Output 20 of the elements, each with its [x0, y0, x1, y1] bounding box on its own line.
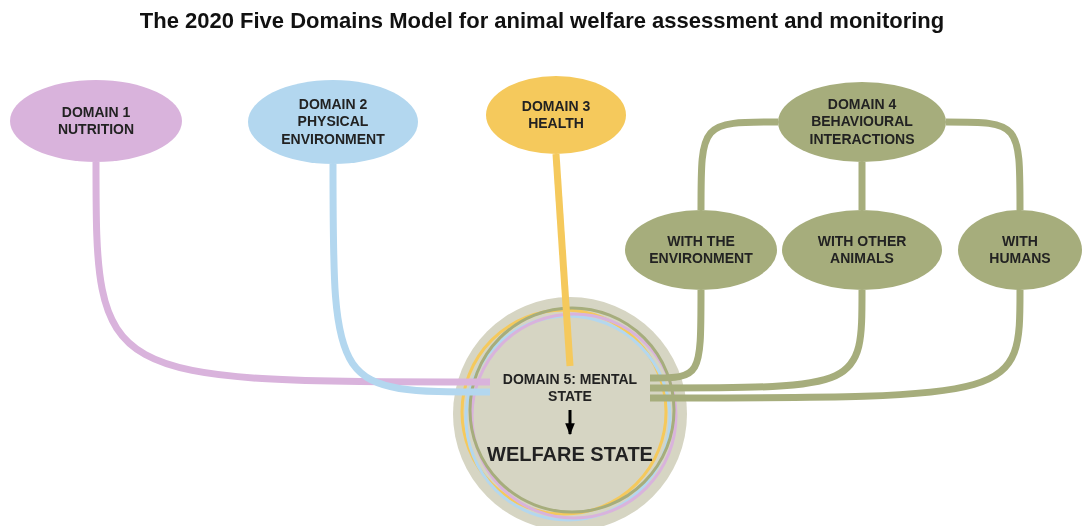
arrow	[565, 410, 575, 436]
connector-band	[92, 162, 490, 386]
node-label: DOMAIN 5: MENTAL STATE	[490, 366, 650, 410]
connector-band	[552, 153, 574, 367]
domain-ellipse: DOMAIN 4 BEHAVIOURAL INTERACTIONS	[778, 82, 946, 162]
connector-band	[329, 164, 490, 396]
connector-band	[650, 290, 705, 382]
connector-band	[697, 118, 778, 210]
diagram-title: The 2020 Five Domains Model for animal welfare assessment and monitoring	[138, 8, 946, 34]
domain-ellipse: WITH HUMANS	[958, 210, 1082, 290]
connector-band	[650, 289, 866, 392]
connector-band	[858, 162, 866, 210]
connector-band	[650, 289, 1024, 402]
domain-ellipse: DOMAIN 3 HEALTH	[486, 76, 626, 154]
domain-ellipse: DOMAIN 1 NUTRITION	[10, 80, 182, 162]
domain-ellipse: WITH OTHER ANIMALS	[782, 210, 942, 290]
connector-band	[946, 118, 1024, 210]
domain-ellipse: DOMAIN 2 PHYSICAL ENVIRONMENT	[248, 80, 418, 164]
node-label: WELFARE STATE	[480, 434, 660, 474]
domain-ellipse: WITH THE ENVIRONMENT	[625, 210, 777, 290]
